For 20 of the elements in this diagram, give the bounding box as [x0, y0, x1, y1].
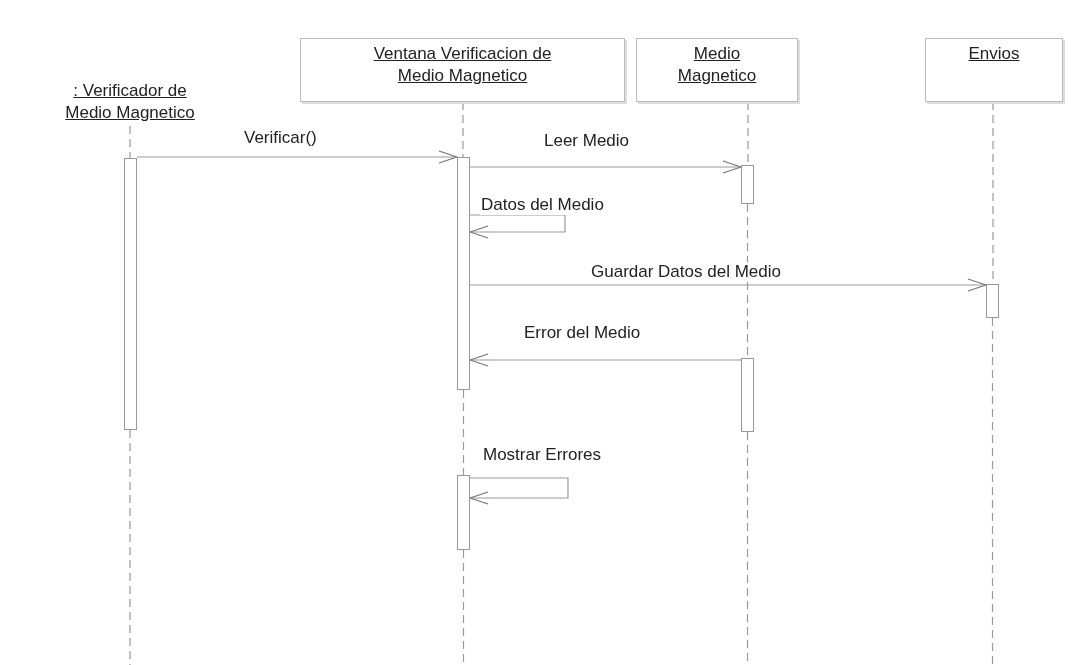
object-header: Medio Magnetico — [636, 38, 798, 102]
message-arrow — [469, 160, 742, 174]
object-header: Ventana Verificacion de Medio Magnetico — [300, 38, 625, 102]
message-arrow — [469, 353, 742, 367]
message-arrow — [469, 477, 569, 505]
object-header: Envios — [925, 38, 1063, 102]
lifeline — [462, 389, 465, 476]
activation-bar — [741, 165, 754, 204]
lifeline — [462, 101, 464, 158]
message-arrow — [136, 150, 458, 164]
message-label: Datos del Medio — [480, 195, 605, 215]
message-arrow — [469, 278, 987, 292]
activation-bar — [986, 284, 999, 318]
activation-bar — [457, 475, 470, 550]
lifeline — [129, 125, 131, 159]
activation-bar — [124, 158, 137, 430]
message-label: Verificar() — [243, 128, 318, 148]
message-arrow — [469, 214, 566, 239]
activation-bar — [457, 157, 470, 390]
activation-bar — [741, 358, 754, 432]
